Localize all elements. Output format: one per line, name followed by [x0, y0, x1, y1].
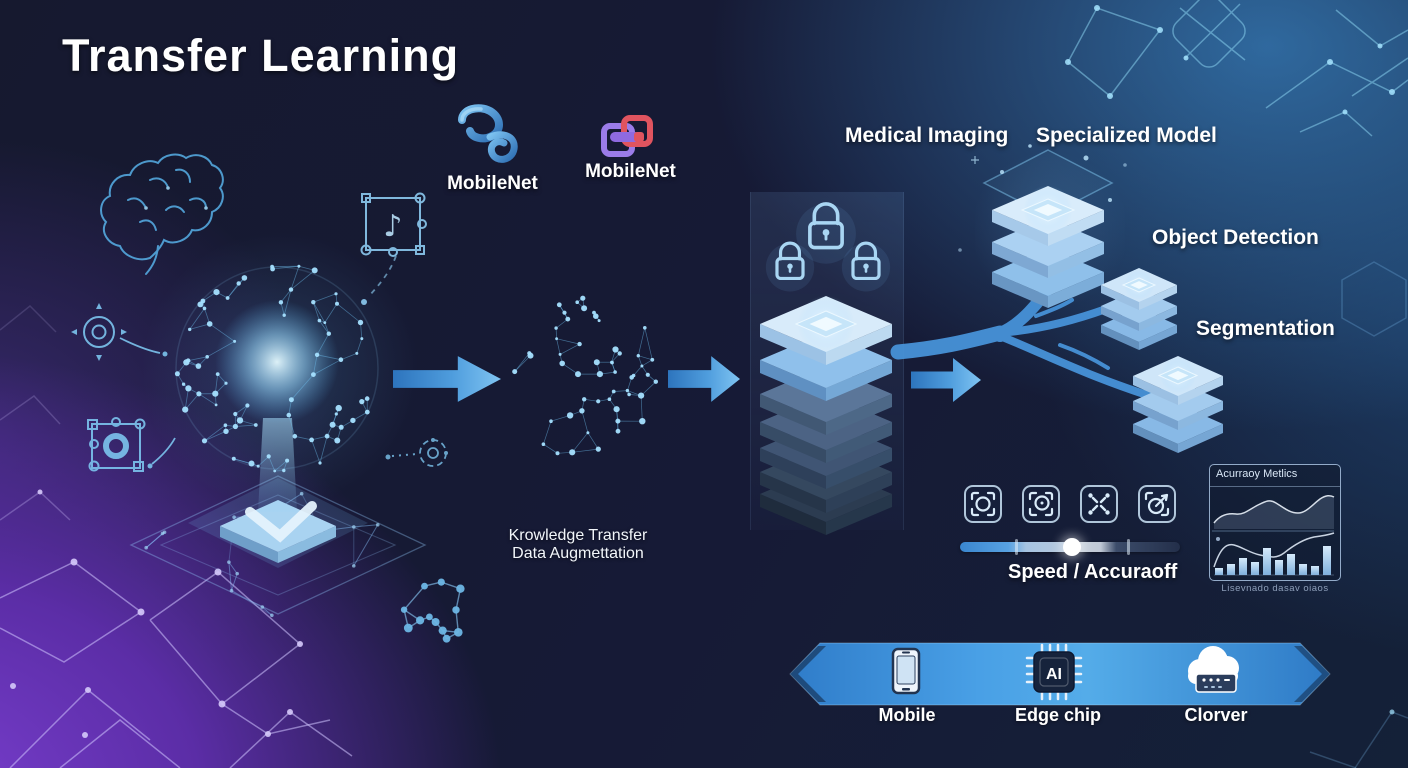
padlock-icon-right — [841, 241, 891, 292]
ai-chip-icon: AI — [1025, 643, 1083, 701]
mobilenet-label-1: MobileNet — [447, 173, 538, 194]
object-detection-label: Object Detection — [1152, 226, 1319, 249]
mobilenet-chainlinks-logo — [601, 115, 653, 157]
sphere-glow — [140, 230, 420, 510]
banner-label-cloud: Clorver — [1184, 705, 1248, 725]
flow-arrow-3 — [911, 358, 981, 402]
metrics-card-title: Acurraoy Metlics — [1210, 465, 1340, 487]
neural-sphere — [174, 264, 370, 473]
knowledge-transfer-line2: Data Augmettation — [512, 545, 644, 562]
slider-notch-right — [1127, 539, 1131, 555]
padlock-icon-large — [796, 202, 856, 264]
slider-label: Speed / Accuraoff — [1008, 561, 1178, 583]
segmentation-label: Segmentation — [1196, 317, 1335, 340]
orbit-icon — [71, 303, 168, 361]
ai-chip-text: AI — [1046, 666, 1062, 683]
page-title: Transfer Learning — [62, 30, 460, 81]
expand-arrows-glyph — [1088, 493, 1110, 515]
segmentation-stack — [1133, 356, 1223, 453]
banner-right-chevron — [1294, 646, 1330, 702]
smartphone-icon — [891, 647, 921, 695]
light-beam — [258, 418, 297, 512]
frozen-layers-column-glow — [750, 192, 904, 530]
speed-accuracy-slider[interactable] — [960, 538, 1180, 556]
network-lines-top-right — [1067, 0, 1408, 137]
target-scan-icon[interactable] — [1022, 485, 1060, 523]
dashed-orbit-icon — [385, 438, 448, 467]
slider-knob[interactable] — [1063, 538, 1082, 556]
network-dots-top-right — [1065, 5, 1395, 115]
flow-arrow-1 — [393, 356, 501, 402]
flow-arrow-2 — [668, 356, 740, 402]
knowledge-transfer-caption: Krowledge Transfer Data Augmettation — [452, 527, 704, 563]
focus-scan-icon[interactable] — [964, 485, 1002, 523]
specialized-stack-glow — [975, 145, 1125, 315]
accuracy-metrics-card: Acurraoy Metlics — [1209, 464, 1341, 581]
hexagon-outline-right — [1341, 261, 1407, 337]
metrics-bars — [1215, 546, 1331, 575]
scan-arrow-icon[interactable] — [1138, 485, 1176, 523]
svg-text:♪: ♪ — [383, 209, 402, 244]
wireframe-diamond — [958, 144, 1127, 252]
expand-arrows-icon[interactable] — [1080, 485, 1118, 523]
metrics-mini-chart — [1212, 494, 1335, 576]
scan-arrow-glyph — [1144, 491, 1170, 517]
slider-notch-left — [1015, 539, 1018, 555]
object-detection-stack — [1101, 268, 1177, 350]
neural-cube-cluster — [512, 295, 658, 456]
network-lines-bottom-right — [1309, 709, 1408, 768]
specialized-model-stack — [992, 185, 1104, 308]
deployment-banner: AI — [789, 642, 1331, 706]
knowledge-transfer-line1: Krowledge Transfer — [508, 527, 648, 544]
sphere-core-glow — [215, 300, 339, 424]
specialized-model-label: Specialized Model — [1036, 124, 1217, 147]
network-dots-bottom-left — [10, 489, 303, 738]
music-note-box-icon: ♪ — [360, 192, 427, 305]
mini-graph-cube — [400, 578, 465, 643]
banner-label-mobile: Mobile — [878, 705, 936, 725]
metrics-caption: Lisevnado dasav oiaos — [1221, 583, 1329, 594]
brain-icon — [100, 153, 224, 275]
banner-label-edge-chip: Edge chip — [1014, 705, 1101, 725]
mobilenet-label-2: MobileNet — [585, 161, 676, 182]
focus-scan-glyph — [970, 491, 996, 517]
banner-left-chevron — [790, 646, 826, 702]
selection-box-icon — [87, 417, 176, 472]
target-scan-glyph — [1028, 491, 1054, 517]
medical-imaging-label: Medical Imaging — [845, 124, 1009, 147]
mobilenet-swirl-logo — [458, 104, 518, 168]
cloud-server-icon — [1188, 646, 1239, 693]
padlock-icon-left — [765, 241, 815, 292]
pedestal-platform — [129, 475, 427, 618]
frozen-layer-stack — [760, 295, 892, 535]
network-lines-bottom-left — [0, 304, 353, 768]
